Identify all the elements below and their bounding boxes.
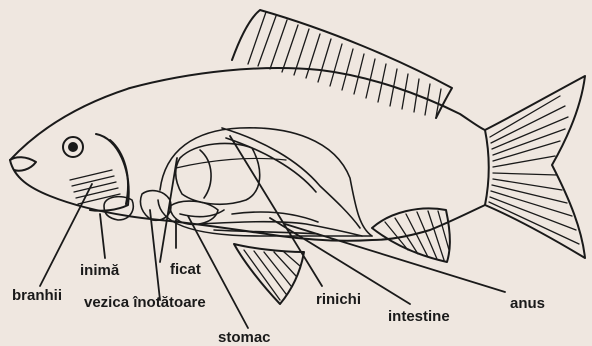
label-vezica-inotatoare: vezica înotătoare — [84, 295, 206, 310]
dorsal-fin — [232, 10, 452, 118]
label-inima: inimă — [80, 263, 119, 278]
label-branhii: branhii — [12, 288, 62, 303]
label-anus: anus — [510, 296, 545, 311]
label-intestine: intestine — [388, 309, 450, 324]
label-ficat: ficat — [170, 262, 201, 277]
lateral-line — [176, 158, 286, 168]
gill-filaments — [70, 170, 120, 204]
swim-bladder — [176, 143, 260, 204]
pelvic-fin — [234, 244, 304, 304]
tail-fin — [485, 76, 585, 258]
body-outline — [10, 68, 485, 241]
eye — [63, 137, 83, 157]
label-stomac: stomac — [218, 330, 271, 345]
label-rinichi: rinichi — [316, 292, 361, 307]
